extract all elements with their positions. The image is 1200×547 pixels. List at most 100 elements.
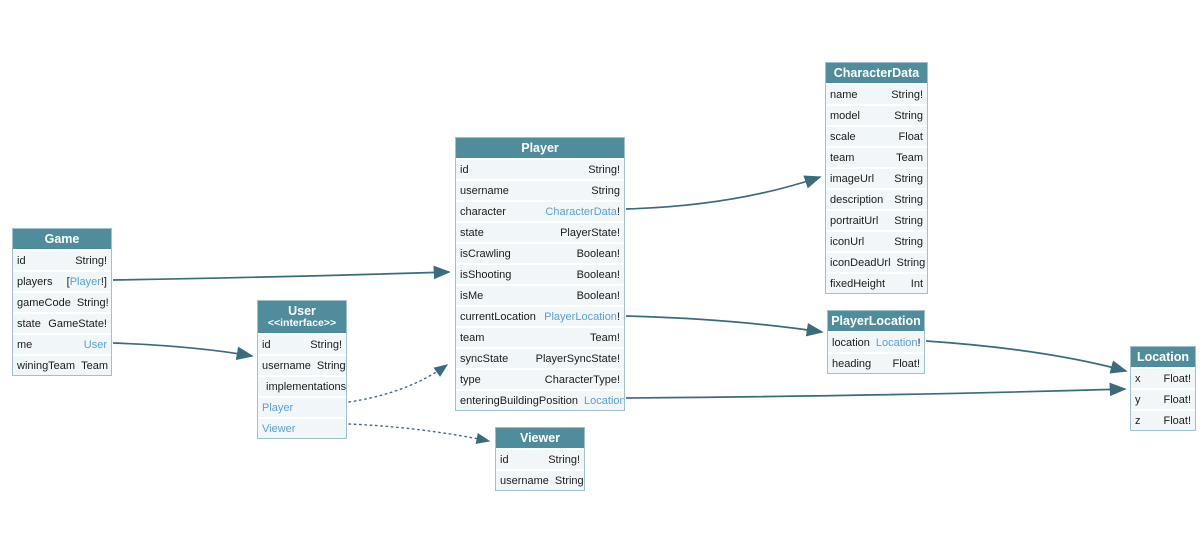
table-title-game[interactable]: Game <box>13 229 111 249</box>
field-name: id <box>262 338 271 351</box>
type-link[interactable]: Player <box>69 275 101 288</box>
type-text: PlayerSyncState! <box>535 352 620 365</box>
type-link[interactable]: PlayerLocation <box>544 310 617 323</box>
field-type: CharacterData! <box>545 206 620 218</box>
type-link[interactable]: User <box>83 338 107 351</box>
field-row-player-state[interactable]: state PlayerState! <box>456 221 624 242</box>
table-title-characterdata[interactable]: CharacterData <box>826 63 927 83</box>
field-name: name <box>830 88 858 101</box>
field-name: state <box>460 226 484 239</box>
type-text: ! <box>616 310 620 323</box>
field-row-player-syncState[interactable]: syncState PlayerSyncState! <box>456 347 624 368</box>
type-text: String <box>894 172 923 185</box>
field-name: gameCode <box>17 296 71 309</box>
type-text: Int <box>910 277 923 290</box>
type-text: String <box>894 193 923 206</box>
type-text: String <box>554 474 584 487</box>
table-title-text: Player <box>521 140 559 155</box>
field-name: isShooting <box>460 268 512 281</box>
type-text: Float! <box>1163 414 1191 427</box>
field-row-characterdata-description[interactable]: description String <box>826 188 927 209</box>
field-row-player-isShooting[interactable]: isShooting Boolean! <box>456 263 624 284</box>
field-type: String <box>897 257 926 269</box>
field-name: players <box>17 275 53 288</box>
field-name: description <box>830 193 884 206</box>
type-text: Boolean! <box>576 268 620 281</box>
table-title-player[interactable]: Player <box>456 138 624 158</box>
edge-player-character-to-characterdata <box>625 175 822 210</box>
field-type: Boolean! <box>577 248 620 260</box>
table-title-playerlocation[interactable]: PlayerLocation <box>828 311 924 331</box>
field-row-location-z[interactable]: z Float! <box>1131 409 1195 430</box>
field-type: GameState! <box>48 318 107 330</box>
field-type: Float! <box>1163 415 1191 427</box>
field-name: username <box>500 474 549 487</box>
type-link[interactable]: CharacterData <box>545 205 617 218</box>
field-type: PlayerState! <box>560 227 620 239</box>
field-name: syncState <box>460 352 509 365</box>
type-link[interactable]: Location <box>875 336 918 349</box>
type-text: Float! <box>1163 372 1191 385</box>
field-type: String! <box>891 89 923 101</box>
implementation-link[interactable]: Viewer <box>262 422 296 435</box>
type-text: Team <box>896 151 923 164</box>
type-text: String <box>894 109 923 122</box>
field-type: Location! <box>876 337 921 349</box>
table-title-user[interactable]: User<<interface>> <box>258 301 346 333</box>
field-row-user-Viewer[interactable]: Viewer <box>258 417 346 438</box>
field-type: Team <box>896 152 923 164</box>
field-row-characterdata-name[interactable]: name String! <box>826 83 927 104</box>
field-type: String <box>894 173 923 185</box>
table-title-viewer[interactable]: Viewer <box>496 428 584 448</box>
type-link[interactable]: Location <box>584 394 624 407</box>
field-type: Float! <box>892 358 920 370</box>
table-title-location[interactable]: Location <box>1131 347 1195 367</box>
field-row-viewer-username[interactable]: username String <box>496 469 584 490</box>
field-name: heading <box>832 357 872 370</box>
field-type: [Player!] <box>67 276 107 288</box>
field-type: Int <box>911 278 923 290</box>
implementation-link[interactable]: Player <box>262 401 294 414</box>
field-row-user-Player[interactable]: Player <box>258 396 346 417</box>
field-row-playerlocation-heading[interactable]: heading Float! <box>828 352 924 373</box>
field-name: fixedHeight <box>830 277 886 290</box>
field-type: String! <box>310 339 342 351</box>
type-text: ! <box>917 336 921 349</box>
type-text: String <box>591 184 620 197</box>
type-text: String! <box>891 88 923 101</box>
field-row-characterdata-fixedHeight[interactable]: fixedHeight Int <box>826 272 927 293</box>
field-type: String <box>894 236 923 248</box>
field-name: z <box>1135 414 1141 427</box>
field-row-user-id[interactable]: id String! <box>258 333 346 354</box>
edge-player-currentlocation-to-playerlocation <box>625 315 824 337</box>
type-text: String! <box>310 338 342 351</box>
field-row-game-players[interactable]: players [Player!] <box>13 270 111 291</box>
